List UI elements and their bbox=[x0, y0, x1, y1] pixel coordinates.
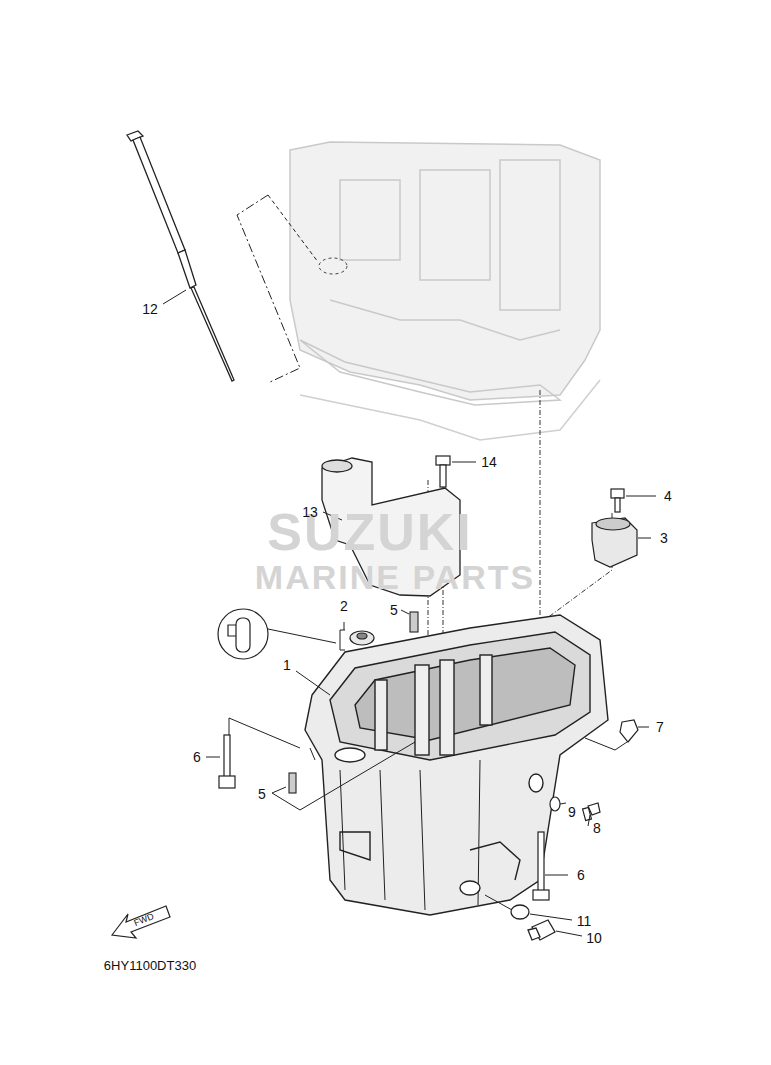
callout-number: 5 bbox=[258, 787, 266, 801]
callout-number: 8 bbox=[593, 821, 601, 835]
watermark: MARINE PARTS bbox=[255, 560, 535, 594]
callout-number: 1 bbox=[283, 658, 291, 672]
callout-number: 6 bbox=[193, 750, 201, 764]
callout-number: 13 bbox=[302, 505, 318, 519]
callout-number: 11 bbox=[577, 914, 592, 928]
callout-number: 5 bbox=[390, 603, 398, 617]
callout-number: 3 bbox=[660, 531, 668, 545]
callout-number: 12 bbox=[142, 302, 158, 316]
callout-number: 7 bbox=[656, 720, 664, 734]
callout-number: 10 bbox=[586, 931, 602, 945]
callout-number: 4 bbox=[664, 489, 672, 503]
callout-number: 14 bbox=[481, 455, 497, 469]
diagram-code: 6HY1100DT330 bbox=[104, 959, 196, 972]
callout-number: 2 bbox=[340, 599, 348, 613]
callout-number: 9 bbox=[568, 805, 576, 819]
watermark: SUZUKI bbox=[267, 506, 473, 558]
callout-number: 6 bbox=[577, 868, 585, 882]
